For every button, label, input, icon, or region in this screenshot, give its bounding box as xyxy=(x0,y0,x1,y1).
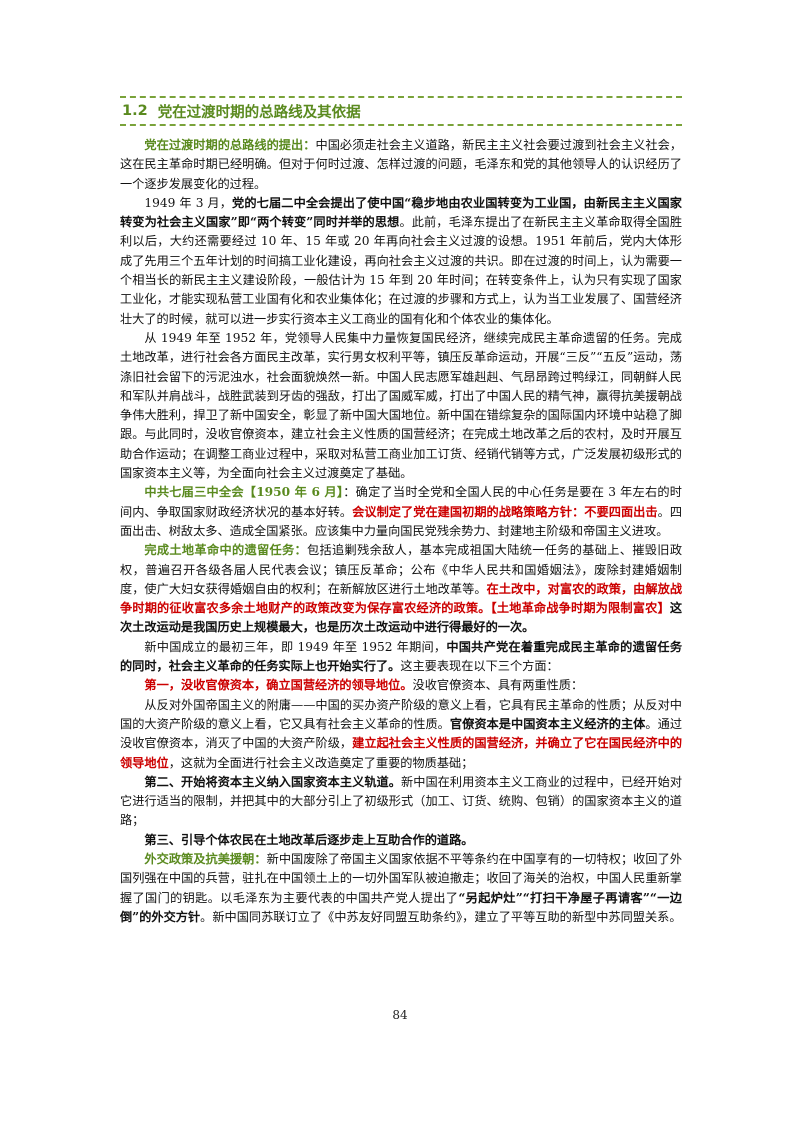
section-heading: 1.2 党在过渡时期的总路线及其依据 xyxy=(120,98,682,124)
text-segment: 。此前，毛泽东提出了在新民主主义革命取得全国胜利以后，大约还需要经过 10 年、… xyxy=(120,215,683,326)
text-segment: 会议制定了党在建国初期的战略策略方针：不要四面出击 xyxy=(352,504,658,519)
paragraph: 1949 年 3 月，党的七届二中全会提出了使中国“稳步地由农业国转变为工业国，… xyxy=(120,194,682,329)
text-segment: 从反对外国帝国主义的附庸——中国的买办资产阶级的意义上看，它具有民主革命的性质；… xyxy=(120,697,682,731)
text-segment: 完成土地革命中的遗留任务： xyxy=(144,543,308,558)
text-segment: 新中国成立的最初三年，即 1949 年至 1952 年期间， xyxy=(144,639,447,654)
text-segment: ，这就为全面进行社会主义改造奠定了重要的物质基础； xyxy=(168,755,474,770)
text-segment: 。四面出击、树敌太多、造成全国紧张。应该集中力量向国民党残余势力、封建地主阶级和… xyxy=(120,504,683,538)
section-number: 1.2 xyxy=(122,103,148,119)
paragraph: 新中国成立的最初三年，即 1949 年至 1952 年期间，中国共产党在着重完成… xyxy=(120,638,682,677)
body-text: 党在过渡时期的总路线的提出：中国必须走社会主义道路，新民主主义社会要过渡到社会主… xyxy=(120,136,682,927)
paragraph: 第二、开始将资本主义纳入国家资本主义轨道。新中国在利用资本主义工商业的过程中，已… xyxy=(120,773,682,831)
text-segment: “另起炉灶”“打扫干净屋子再请客”“一边倒”的外交方针 xyxy=(120,890,682,924)
text-segment: 包括追剿残余敌人，基本完成祖国大陆统一任务的基础上、摧毁旧政权，普遍召开各级各届… xyxy=(120,543,683,596)
text-segment: 建立起社会主义性质的国营经济，并确立了它在国民经济中的领导地位 xyxy=(120,736,683,770)
text-segment: 。新中国同苏联订立了《中苏友好同盟互助条约》，建立了平等互助的新型中苏同盟关系。 xyxy=(200,909,682,924)
text-segment: 党的七届二中全会提出了使中国“稳步地由农业国转变为工业国，由新民主主义国家转变为… xyxy=(120,195,682,230)
text-segment: 中国共产党在着重完成民主革命的遗留任务的同时，社会主义革命的任务实际上也开始实行… xyxy=(120,639,683,674)
paragraph: 从反对外国帝国主义的附庸——中国的买办资产阶级的意义上看，它具有民主革命的性质；… xyxy=(120,696,682,773)
text-segment: 没收官僚资本、具有两重性质： xyxy=(412,678,584,693)
text-segment: 第二、开始将资本主义纳入国家资本主义轨道。 xyxy=(144,774,401,789)
text-segment: 党在过渡时期的总路线的提出： xyxy=(144,138,316,152)
text-segment: 中国必须走社会主义道路，新民主主义社会要过渡到社会主义社会，这在民主革命时期已经… xyxy=(120,138,683,191)
text-segment: 1949 年 3 月， xyxy=(144,195,233,210)
text-segment: 。通过没收官僚资本，消灭了中国的大资产阶级， xyxy=(120,716,683,751)
paragraph: 第一，没收官僚资本，确立国营经济的领导地位。没收官僚资本、具有两重性质： xyxy=(120,676,682,695)
page-content: 1.2 党在过渡时期的总路线及其依据 党在过渡时期的总路线的提出：中国必须走社会… xyxy=(120,96,682,927)
text-segment: 新中国废除了帝国主义国家依据不平等条约在中国享有的一切特权；收回了外国列强在中国… xyxy=(120,851,683,905)
paragraph: 第三、引导个体农民在土地改革后逐步走上互助合作的道路。 xyxy=(120,831,682,850)
text-segment: 在土改中，对富农的政策，由解放战争时期的征收富农多余土地财产的政策改变为保存富农… xyxy=(120,581,683,616)
text-segment: 第三、引导个体农民在土地改革后逐步走上互助合作的道路。 xyxy=(144,832,474,847)
paragraph: 从 1949 年至 1952 年，党领导人民集中力量恢复国民经济，继续完成民主革… xyxy=(120,329,682,483)
paragraph: 完成土地革命中的遗留任务：包括追剿残余敌人，基本完成祖国大陆统一任务的基础上、摧… xyxy=(120,541,682,637)
paragraph: 党在过渡时期的总路线的提出：中国必须走社会主义道路，新民主主义社会要过渡到社会主… xyxy=(120,136,682,194)
text-segment: 外交政策及抗美援朝： xyxy=(144,851,267,866)
text-segment: 中共七届三中全会【1950 年 6 月】 xyxy=(144,485,344,500)
paragraph: 中共七届三中全会【1950 年 6 月】：确定了当时全党和全国人民的中心任务是要… xyxy=(120,483,682,541)
section-title: 党在过渡时期的总路线及其依据 xyxy=(157,104,361,121)
text-segment: 第一，没收官僚资本，确立国营经济的领导地位。 xyxy=(144,678,413,693)
text-segment: 这主要表现在以下三个方面： xyxy=(400,659,559,674)
text-segment: 从 1949 年至 1952 年，党领导人民集中力量恢复国民经济，继续完成民主革… xyxy=(120,330,682,481)
page-number: 84 xyxy=(392,1008,408,1022)
text-segment: 新中国在利用资本主义工商业的过程中，已经开始对它进行适当的限制，并把其中的大部分… xyxy=(120,774,683,828)
top-dashed-rule xyxy=(120,96,682,98)
text-segment: 官僚资本是中国资本主义经济的主体 xyxy=(449,716,646,731)
paragraph: 外交政策及抗美援朝：新中国废除了帝国主义国家依据不平等条约在中国享有的一切特权；… xyxy=(120,850,682,927)
text-segment: ：确定了当时全党和全国人民的中心任务是要在 3 年左右的时间内、争取国家财政经济… xyxy=(120,485,682,519)
text-segment: 这次土改运动是我国历史上规模最大，也是历次土改运动中进行得最好的一次。 xyxy=(120,601,682,635)
bottom-dashed-rule xyxy=(120,124,682,126)
